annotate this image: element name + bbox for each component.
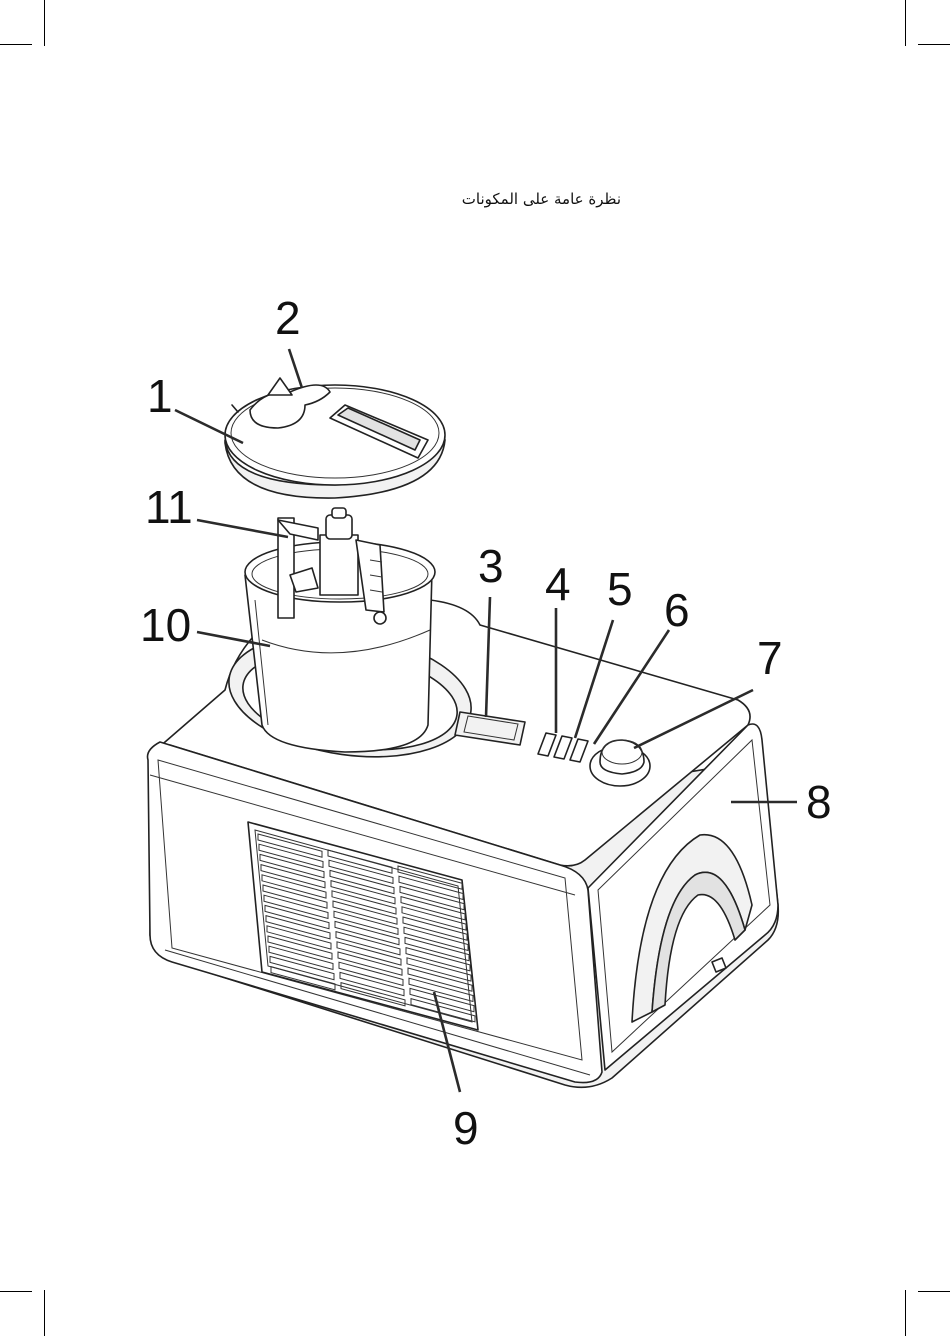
lid <box>225 378 445 498</box>
callout-4: 4 <box>545 558 571 610</box>
callout-10: 10 <box>140 599 191 651</box>
callout-11: 11 <box>145 481 193 533</box>
callout-3: 3 <box>478 540 504 592</box>
callout-5: 5 <box>607 563 633 615</box>
callout-9: 9 <box>453 1102 479 1154</box>
callout-2: 2 <box>275 292 301 344</box>
callout-7: 7 <box>757 632 783 684</box>
callout-1: 1 <box>147 370 173 422</box>
callout-8: 8 <box>806 776 832 828</box>
callout-6: 6 <box>664 584 690 636</box>
